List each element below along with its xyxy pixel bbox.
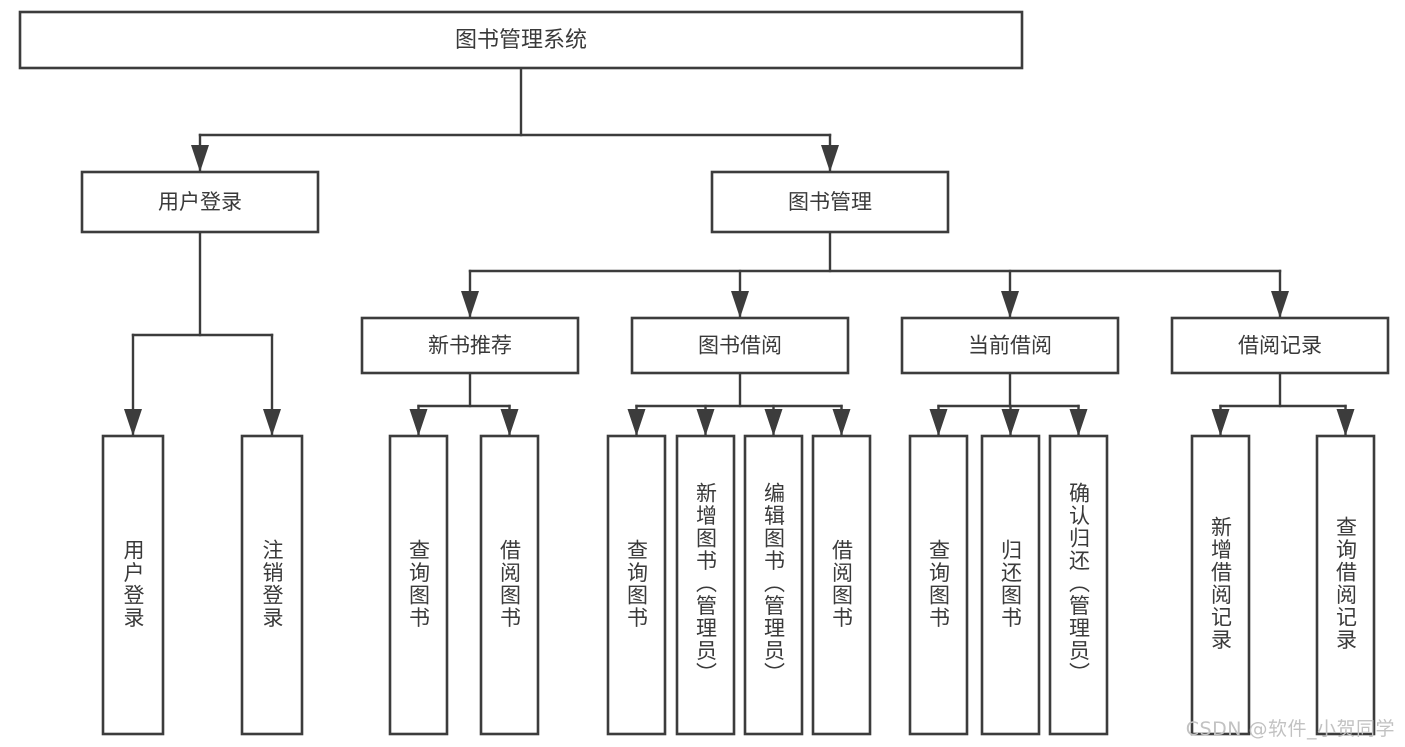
arrow-leaf-8: [929, 409, 948, 436]
node-leaf-box-7: [811, 434, 872, 736]
node-leaf-box-11: [1190, 434, 1251, 736]
node-leaf-box-5: [675, 434, 736, 736]
arrow-leaf-5: [696, 409, 715, 436]
node-level3-label-0: 新书推荐: [428, 334, 512, 358]
arrow-leaf-4: [627, 409, 646, 436]
node-leaf-box-6: [743, 434, 804, 736]
node-leaf-box-12: [1315, 434, 1376, 736]
node-root-label: 图书管理系统: [455, 28, 587, 53]
node-level3-box-0: [360, 316, 580, 375]
arrow-leaf-2: [409, 409, 428, 436]
node-level3-label-1: 图书借阅: [698, 334, 782, 358]
node-level2-label-1: 图书管理: [788, 190, 872, 214]
connector-layer: [124, 66, 1355, 438]
node-level3-label-3: 借阅记录: [1238, 334, 1322, 358]
node-leaf-box-1: [240, 434, 304, 736]
node-root-box: [18, 10, 1024, 70]
node-leaf-box-3: [479, 434, 540, 736]
node-leaf-box-10: [1048, 434, 1109, 736]
arrow-mgmt-to-level3-3: [1271, 291, 1289, 318]
node-leaf-box-8: [908, 434, 969, 736]
node-leaf-box-2: [388, 434, 449, 736]
node-leaf-box-0: [101, 434, 165, 736]
node-level2-box-1: [710, 170, 950, 234]
node-leaf-box-9: [980, 434, 1041, 736]
node-level3-box-2: [900, 316, 1120, 375]
watermark-text: CSDN @软件_小贺同学: [1185, 718, 1395, 740]
arrow-leaf-9: [1001, 409, 1020, 436]
arrow-leaf-6: [764, 409, 783, 436]
node-level3-box-3: [1170, 316, 1390, 375]
node-level3-label-2: 当前借阅: [968, 334, 1052, 358]
arrow-leaf-7: [832, 409, 851, 436]
arrow-mgmt-to-level3-2: [1001, 291, 1019, 318]
arrow-leaf-11: [1211, 409, 1230, 436]
box-layer: [18, 10, 1390, 736]
arrow-root-to-level2-0: [191, 145, 209, 172]
arrow-leaf-10: [1069, 409, 1088, 436]
node-leaf-box-4: [606, 434, 667, 736]
arrow-leaf-0: [124, 409, 142, 436]
node-level2-box-0: [80, 170, 320, 234]
node-level2-label-0: 用户登录: [158, 190, 242, 214]
arrow-root-to-level2-1: [821, 145, 839, 172]
arrow-mgmt-to-level3-1: [731, 291, 749, 318]
arrow-leaf-12: [1336, 409, 1355, 436]
arrow-mgmt-to-level3-0: [461, 291, 479, 318]
node-level3-box-1: [630, 316, 850, 375]
arrow-leaf-3: [500, 409, 519, 436]
arrow-leaf-1: [263, 409, 281, 436]
